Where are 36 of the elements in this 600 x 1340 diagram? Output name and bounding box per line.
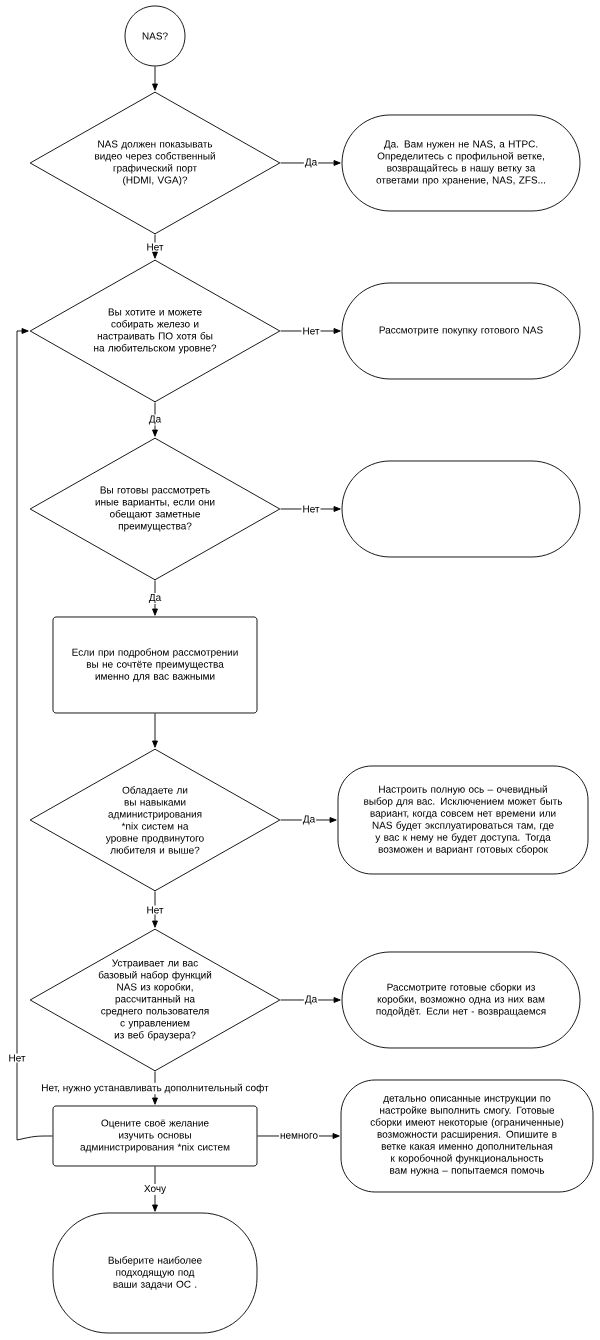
arrow bbox=[152, 1166, 158, 1212]
edge-label: Да bbox=[303, 157, 319, 169]
edge-label: Нет bbox=[145, 242, 165, 252]
arrow bbox=[152, 66, 158, 91]
terminal-box: Да. Вам нужен не NAS, а HTPC. Определитесь с профильной ветке, возвращайтесь в нашу ветку за ответами про хранение, NAS, ZFS... bbox=[341, 114, 581, 212]
arrow bbox=[152, 713, 158, 748]
rounded-box bbox=[341, 460, 581, 558]
arrow bbox=[280, 328, 341, 334]
edge-label: Нет, нужно устанавливать дополнительный софт bbox=[40, 1082, 270, 1095]
process-box: Если при подробном рассмотрении вы не сочтёте преимущества именно для вас важными bbox=[52, 616, 258, 714]
edge-label: Нет bbox=[145, 905, 165, 915]
terminal-box: Рассмотрите готовые сборки из коробки, возможно одна из них вам подойдёт. Если нет - возвращаемся bbox=[341, 951, 581, 1049]
arrow bbox=[152, 1071, 158, 1105]
arrow bbox=[152, 402, 158, 437]
edge-label: немного bbox=[279, 1132, 319, 1140]
edge-label: Нет bbox=[301, 326, 321, 336]
terminal-box: Рассмотрите покупку готового NAS bbox=[341, 282, 581, 380]
terminal-box: детально описанные инструкции по настройке выполнить смогу. Готовые сборки имеют некоторые (ограниченные) возможности расширения. Опишите в ветке какая именно дополнительная к коробочной функциональность вам нужна – попытаемся помочь bbox=[340, 1079, 594, 1193]
arrow bbox=[280, 160, 341, 166]
arrow bbox=[280, 997, 341, 1003]
edge-label: Нет bbox=[301, 504, 321, 514]
arrow bbox=[16, 328, 53, 1141]
edge-label: Хочу bbox=[142, 1184, 168, 1195]
terminal-box: Настроить полную ось – очевидный выбор для вас. Исключением может быть вариант, когда совсем нет времени или NAS будет эксплуатироваться там, где у вас к нему не будет доступа. Тогда возможен и вариант готовых сборок bbox=[337, 765, 589, 875]
edge-label: Да bbox=[303, 994, 319, 1006]
process-box: Оцените своё желание изучить основы администрирования *nix систем bbox=[52, 1105, 258, 1167]
arrow bbox=[152, 234, 158, 259]
arrow bbox=[280, 817, 337, 823]
arrow bbox=[280, 506, 341, 512]
arrow bbox=[152, 891, 158, 928]
edge-label: Да bbox=[301, 814, 317, 826]
edge-label: Да bbox=[147, 593, 163, 604]
edge-label: Да bbox=[147, 414, 163, 426]
terminal-box: Выберите наиболее подходящую под ваши задачи ОС . bbox=[52, 1212, 258, 1334]
arrow bbox=[152, 580, 158, 616]
edge-label: Нет bbox=[7, 1053, 27, 1063]
